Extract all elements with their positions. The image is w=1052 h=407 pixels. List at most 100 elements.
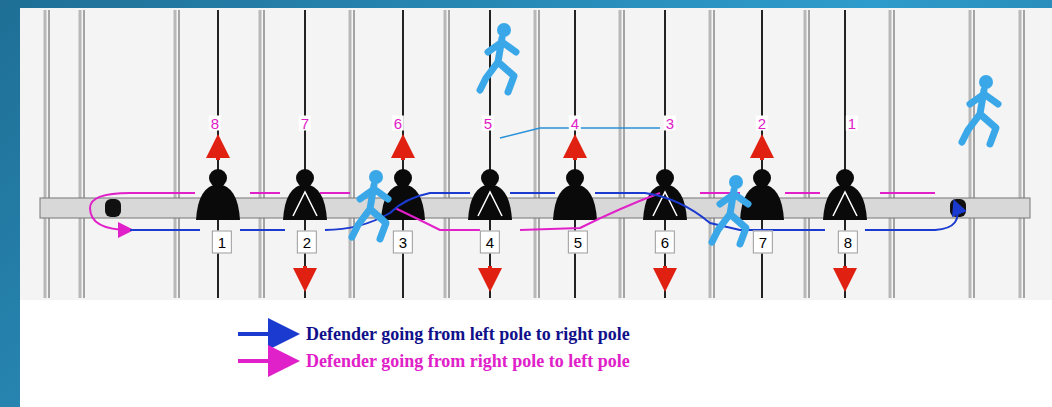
court-line [174, 10, 177, 298]
court-line [179, 10, 180, 298]
court-ground [20, 8, 1052, 300]
chaser-head [836, 169, 854, 187]
defender-figure [712, 175, 748, 244]
defender-head [729, 175, 743, 189]
facing-arrow [488, 266, 492, 280]
chaser-figure [283, 169, 327, 220]
defender-body [352, 185, 388, 239]
legend-text: Defender going from left pole to right p… [306, 325, 630, 343]
facing-arrow [760, 146, 764, 160]
court-line [619, 10, 622, 298]
court-line [264, 10, 265, 298]
court-line [714, 10, 715, 298]
legend-text: Defender going from right pole to left p… [306, 352, 630, 370]
court-line [79, 10, 82, 298]
chaser-figure [823, 169, 867, 220]
square-number: 2 [297, 231, 317, 254]
callout-number: 2 [756, 116, 768, 131]
square-number: 8 [838, 231, 858, 254]
court-line [624, 10, 625, 298]
chaser-body [823, 184, 867, 220]
square-number: 4 [480, 231, 500, 254]
court-line [349, 10, 352, 298]
chaser-outline [833, 192, 857, 216]
square-line [664, 10, 666, 298]
facing-arrow [401, 146, 405, 160]
court-line [974, 10, 975, 298]
defender-figure [352, 170, 388, 239]
chaser-body [553, 184, 597, 220]
court-lines [40, 10, 1030, 298]
chaser-body [468, 184, 512, 220]
court-line [259, 10, 262, 298]
court-line [969, 10, 972, 298]
square-line [574, 10, 576, 298]
court-line [449, 10, 450, 298]
callout-number: 5 [482, 116, 494, 131]
court-line [534, 10, 537, 298]
defender-head [497, 23, 511, 37]
chaser-figure [553, 169, 597, 220]
chaser-head [481, 169, 499, 187]
square-number: 3 [393, 231, 413, 254]
square-number: 5 [568, 231, 588, 254]
legend-samples [238, 334, 292, 361]
square-number: 6 [655, 231, 675, 254]
defender-head [369, 170, 383, 184]
legend-arrow [238, 332, 292, 336]
square-line [402, 10, 404, 298]
court-line [809, 10, 810, 298]
court-line [1019, 10, 1022, 298]
central-lane [40, 198, 1030, 218]
square-line [844, 10, 846, 298]
defender-body [712, 190, 748, 244]
chaser-head [296, 169, 314, 187]
defender-figures [352, 23, 998, 244]
left-pole [105, 199, 121, 217]
callout-number: 1 [846, 116, 858, 131]
facing-arrow [573, 146, 577, 160]
square-number: 7 [753, 231, 773, 254]
court-line [709, 10, 712, 298]
right-to-left-path [90, 193, 935, 230]
square-line [761, 10, 763, 298]
court-drawing [20, 8, 1052, 407]
court-line [889, 10, 892, 298]
facing-arrow [663, 266, 667, 280]
square-line [217, 10, 219, 298]
chaser-figure [468, 169, 512, 220]
chaser-body [196, 184, 240, 220]
callout-number: 3 [664, 116, 676, 131]
chaser-outline [478, 192, 502, 216]
chaser-outline [293, 192, 317, 216]
chaser-head [753, 169, 771, 187]
court-line [354, 10, 355, 298]
court-line [539, 10, 540, 298]
defender-figure [962, 75, 998, 144]
chaser-head [656, 169, 674, 187]
chaser-body [283, 184, 327, 220]
chaser-figure [740, 169, 784, 220]
facing-arrow [303, 266, 307, 280]
chaser-body [643, 184, 687, 220]
left-to-right-path [130, 193, 958, 230]
court-line [894, 10, 895, 298]
court-line [1024, 10, 1025, 298]
defender-figure [480, 23, 516, 92]
court-line [84, 10, 85, 298]
facing-arrow [216, 146, 220, 160]
court-line [804, 10, 807, 298]
run-paths [90, 128, 958, 230]
defender-body [480, 38, 516, 92]
callout-number: 8 [209, 116, 221, 131]
diagram-panel: 8765432112345678Defender going from left… [20, 8, 1052, 407]
court-line [44, 10, 47, 298]
callout-number: 6 [392, 116, 404, 131]
court-line [444, 10, 447, 298]
callout-number: 4 [569, 116, 581, 131]
square-number: 1 [212, 231, 232, 254]
defender-body [962, 90, 998, 144]
chaser-head [566, 169, 584, 187]
chaser-head [209, 169, 227, 187]
chaser-figure [196, 169, 240, 220]
